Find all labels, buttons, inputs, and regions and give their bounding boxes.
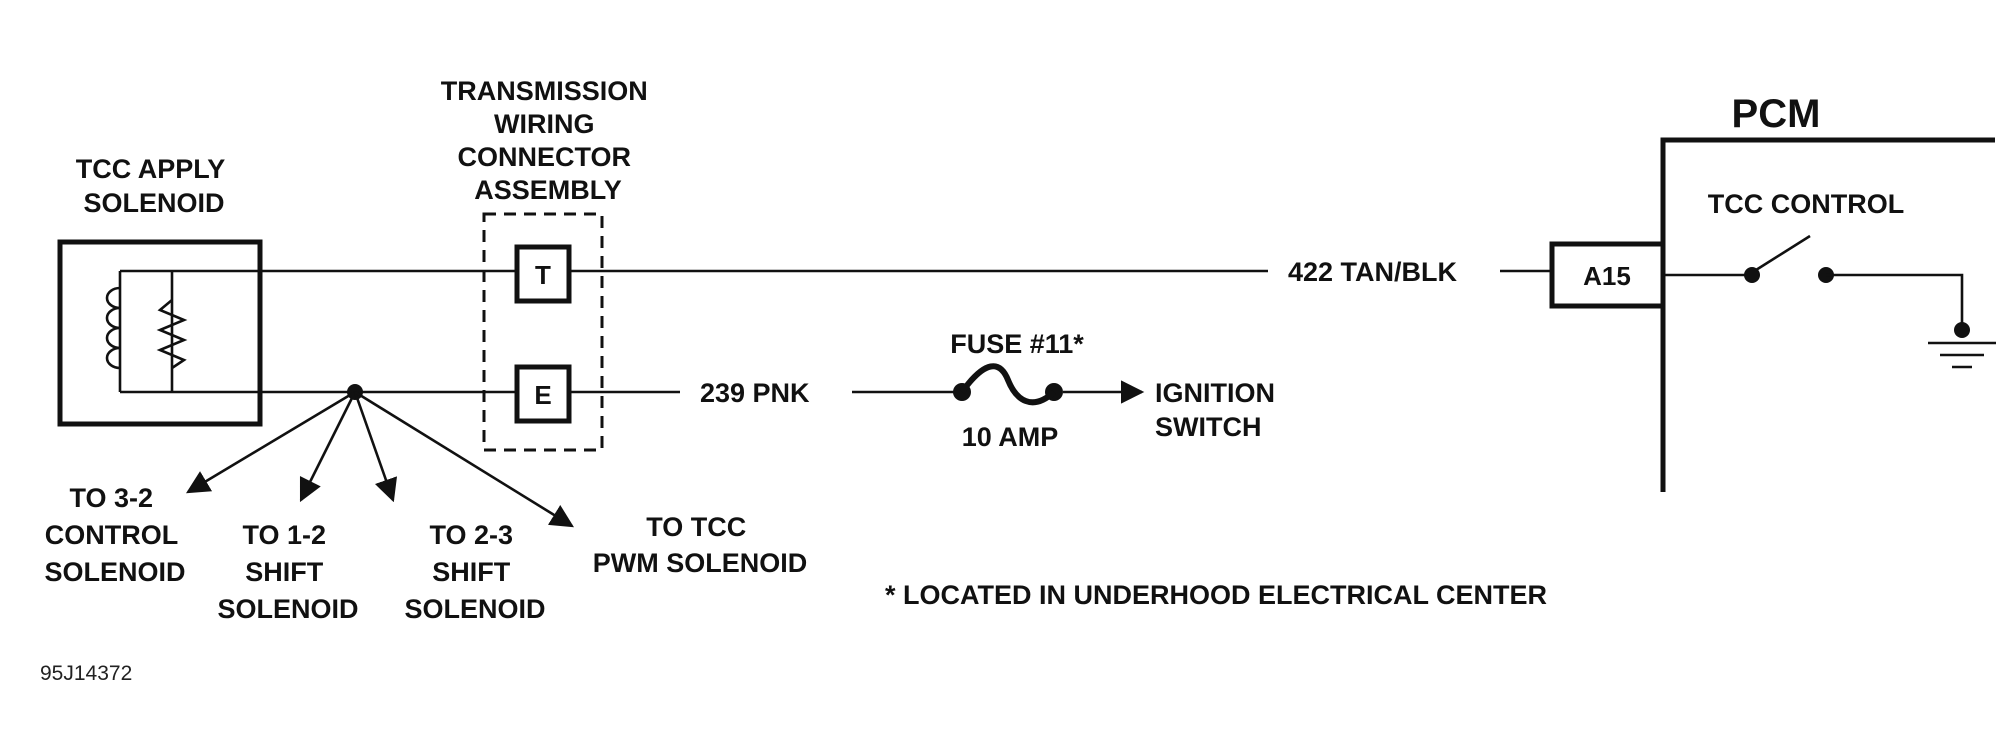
to-pwm-label: TO TCC PWM SOLENOID (593, 512, 808, 578)
fuse-rating-label: 10 AMP (962, 422, 1059, 452)
svg-text:T: T (535, 260, 551, 290)
fuse-symbol (953, 363, 1063, 406)
branch-arrow-1-2 (299, 391, 357, 503)
pcm-label: PCM (1732, 92, 1821, 136)
footnote: * LOCATED IN UNDERHOOD ELECTRICAL CENTER (885, 580, 1547, 610)
branch-arrow-3-2 (185, 390, 356, 494)
fuse-label: FUSE #11* (950, 329, 1084, 359)
wire-422-label: 422 TAN/BLK (1288, 257, 1458, 287)
tcc-control-switch (1663, 234, 1964, 330)
ground-symbol (1928, 322, 1996, 369)
to-3-2-label: TO 3-2 CONTROL SOLENOID (44, 483, 185, 587)
svg-text:A15: A15 (1583, 261, 1631, 291)
connector-label: TRANSMISSION WIRING CONNECTOR ASSEMBLY (441, 76, 656, 205)
to-1-2-label: TO 1-2 SHIFT SOLENOID (217, 520, 358, 624)
branch-arrow-2-3 (353, 391, 398, 503)
branch-arrow-pwm (354, 390, 574, 528)
pcm-border (1660, 137, 1995, 492)
to-2-3-label: TO 2-3 SHIFT SOLENOID (404, 520, 545, 624)
terminal-e: E (514, 364, 572, 424)
tcc-apply-solenoid (57, 239, 263, 427)
pin-a15: A15 (1549, 241, 1666, 309)
wire-239-label: 239 PNK (700, 378, 810, 408)
ignition-switch-label: IGNITION SWITCH (1155, 378, 1283, 442)
figure-id: 95J14372 (40, 662, 132, 685)
tcc-solenoid-label: TCC APPLY SOLENOID (76, 154, 233, 218)
connector-assembly-outline (482, 212, 604, 452)
terminal-t: T (514, 244, 572, 304)
tcc-control-label: TCC CONTROL (1708, 189, 1904, 219)
svg-text:E: E (534, 380, 551, 410)
